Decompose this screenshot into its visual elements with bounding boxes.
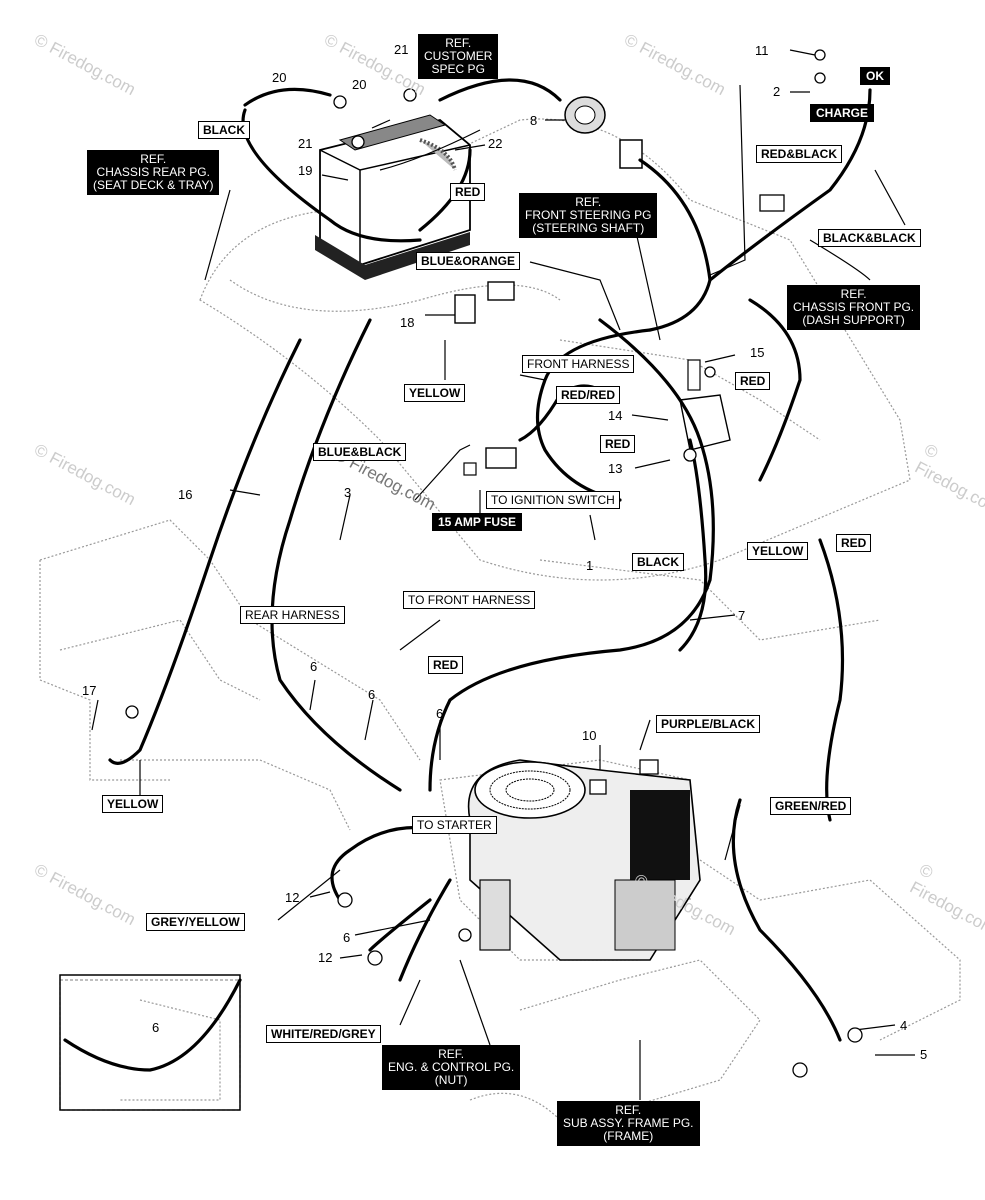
label-green-red: GREEN/RED	[770, 797, 852, 815]
label-red-battery: RED	[450, 183, 486, 201]
callout-2: 2	[773, 84, 781, 99]
inset-frame	[59, 974, 241, 1111]
callout-4: 4	[900, 1018, 908, 1033]
label-purple-black: PURPLE/BLACK	[656, 715, 761, 733]
callout-6: 6	[152, 1020, 160, 1035]
ref-sub-assy-frame: REF. SUB ASSY. FRAME PG. (FRAME)	[557, 1101, 700, 1146]
label-yellow-switch: YELLOW	[404, 384, 466, 402]
engine	[467, 759, 701, 961]
label-charge: CHARGE	[810, 104, 875, 122]
label-to-front-harness: TO FRONT HARNESS	[403, 591, 536, 609]
callout-19: 19	[298, 163, 313, 178]
label-red-red: RED/RED	[556, 386, 621, 404]
callout-22: 22	[488, 136, 503, 151]
fuse-holder	[463, 447, 517, 476]
ref-chassis-rear: REF. CHASSIS REAR PG. (SEAT DECK & TRAY)	[87, 150, 220, 195]
callout-7: 7	[738, 608, 746, 623]
label-black-top: BLACK	[198, 121, 250, 139]
ref-eng-control: REF. ENG. & CONTROL PG. (NUT)	[382, 1045, 521, 1090]
ref-customer-spec: REF. CUSTOMER SPEC PG	[418, 34, 499, 79]
label-grey-yellow: GREY/YELLOW	[146, 913, 245, 931]
label-ok: OK	[860, 67, 890, 85]
callout-16: 16	[178, 487, 193, 502]
callout-10: 10	[582, 728, 597, 743]
callout-12: 12	[318, 950, 333, 965]
label-red-lower: RED	[428, 656, 464, 674]
label-black-mid: BLACK	[632, 553, 684, 571]
callout-6: 6	[436, 706, 444, 721]
callout-20: 20	[352, 77, 367, 92]
callout-12: 12	[285, 890, 300, 905]
ignition-switch	[564, 96, 643, 169]
label-blue-black: BLUE&BLACK	[313, 443, 407, 461]
label-red-far-right: RED	[836, 534, 872, 552]
label-blue-orange: BLUE&ORANGE	[416, 252, 521, 270]
callout-1: 1	[586, 558, 594, 573]
callout-3: 3	[344, 485, 352, 500]
callout-6: 6	[368, 687, 376, 702]
label-black-black: BLACK&BLACK	[818, 229, 921, 247]
callout-11: 11	[755, 43, 769, 58]
ref-front-steering: REF. FRONT STEERING PG (STEERING SHAFT)	[519, 193, 658, 238]
callout-21: 21	[298, 136, 313, 151]
callout-20: 20	[272, 70, 287, 85]
callout-21: 21	[394, 42, 409, 57]
callout-8: 8	[530, 113, 538, 128]
label-red-black: RED&BLACK	[756, 145, 842, 163]
label-yellow-right: YELLOW	[747, 542, 809, 560]
starter-solenoid	[679, 359, 731, 451]
seat-switch	[454, 281, 515, 324]
callout-15: 15	[750, 345, 765, 360]
callout-5: 5	[920, 1047, 928, 1062]
label-red-mid: RED	[600, 435, 636, 453]
callout-17: 17	[82, 683, 97, 698]
label-yellow-left: YELLOW	[102, 795, 164, 813]
callout-6: 6	[343, 930, 351, 945]
label-to-ignition-switch: TO IGNITION SWITCH	[486, 491, 620, 509]
callout-18: 18	[400, 315, 415, 330]
callout-14: 14	[608, 408, 623, 423]
label-front-harness: FRONT HARNESS	[522, 355, 635, 373]
ref-chassis-front: REF. CHASSIS FRONT PG. (DASH SUPPORT)	[787, 285, 921, 330]
label-red-right: RED	[735, 372, 771, 390]
callout-6: 6	[310, 659, 318, 674]
battery	[315, 114, 471, 280]
terminals	[125, 49, 863, 1078]
label-rear-harness: REAR HARNESS	[240, 606, 345, 624]
callout-13: 13	[608, 461, 623, 476]
label-white-red-grey: WHITE/RED/GREY	[266, 1025, 381, 1043]
label-fuse: 15 AMP FUSE	[432, 513, 523, 531]
label-to-starter: TO STARTER	[412, 816, 497, 834]
